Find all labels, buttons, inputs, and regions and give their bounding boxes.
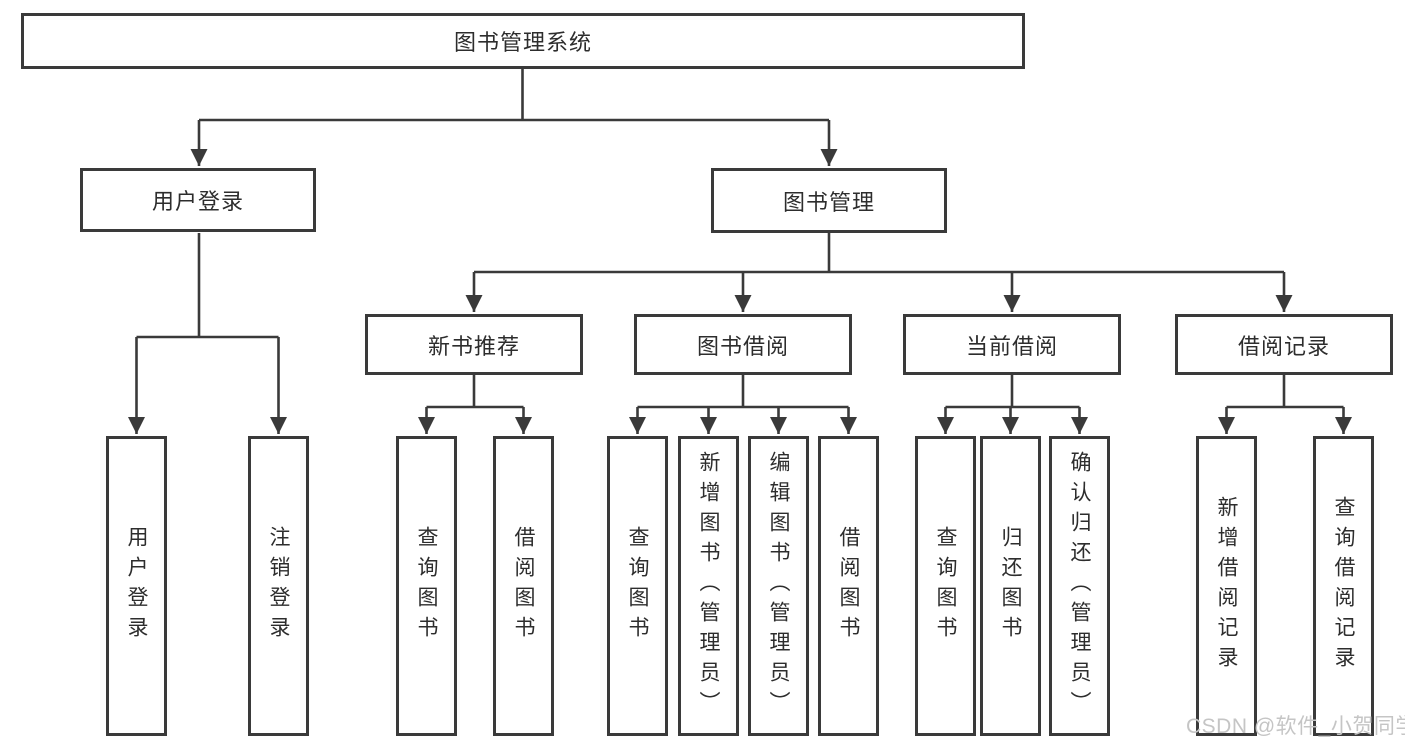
leaf-query-books: 查询图书 [607, 436, 668, 736]
leaf-label: 用户登录 [125, 526, 148, 646]
leaf-label: 查询图书 [626, 526, 649, 646]
leaf-label: 借阅图书 [837, 526, 860, 646]
leaf-label: 新增借阅记录 [1215, 496, 1238, 676]
node-label: 图书借阅 [696, 333, 789, 359]
leaf-logout: 注销登录 [248, 436, 309, 736]
leaf-user-login: 用户登录 [106, 436, 167, 736]
node-current-borrow: 当前借阅 [903, 314, 1121, 375]
leaf-label: 新增图书（管理员） [697, 451, 720, 721]
node-borrow-record: 借阅记录 [1175, 314, 1393, 375]
node-root: 图书管理系统 [21, 13, 1025, 69]
leaf-label: 确认归还（管理员） [1068, 451, 1091, 721]
leaf-label: 编辑图书（管理员） [767, 451, 790, 721]
leaf-label: 查询借阅记录 [1332, 496, 1355, 676]
leaf-label: 查询图书 [415, 526, 438, 646]
watermark: CSDN @软件_小贺同学 [1186, 715, 1405, 738]
leaf-add-borrow-record: 新增借阅记录 [1196, 436, 1257, 736]
leaf-borrow-books: 借阅图书 [818, 436, 879, 736]
node-book-borrow: 图书借阅 [634, 314, 852, 375]
leaf-borrow-books: 借阅图书 [493, 436, 554, 736]
node-label: 图书管理 [782, 189, 875, 215]
leaf-label: 查询图书 [934, 526, 957, 646]
node-root-label: 图书管理系统 [453, 30, 592, 55]
leaf-confirm-return-admin: 确认归还（管理员） [1049, 436, 1110, 736]
node-new-book-recommend: 新书推荐 [365, 314, 583, 375]
leaf-add-books-admin: 新增图书（管理员） [678, 436, 739, 736]
leaf-edit-books-admin: 编辑图书（管理员） [748, 436, 809, 736]
node-label: 当前借阅 [965, 333, 1058, 359]
node-label: 用户登录 [151, 189, 244, 214]
connector-bus-lines [136, 69, 1344, 409]
node-label: 借阅记录 [1237, 333, 1330, 359]
node-book-management: 图书管理 [711, 168, 947, 233]
leaf-return-books: 归还图书 [980, 436, 1041, 736]
leaf-query-borrow-record: 查询借阅记录 [1313, 436, 1374, 736]
leaf-query-books: 查询图书 [915, 436, 976, 736]
leaf-label: 借阅图书 [512, 526, 535, 646]
node-user-login: 用户登录 [80, 168, 316, 232]
leaf-query-books: 查询图书 [396, 436, 457, 736]
node-label: 新书推荐 [427, 333, 520, 359]
leaf-label: 注销登录 [267, 526, 290, 646]
leaf-label: 归还图书 [999, 526, 1022, 646]
